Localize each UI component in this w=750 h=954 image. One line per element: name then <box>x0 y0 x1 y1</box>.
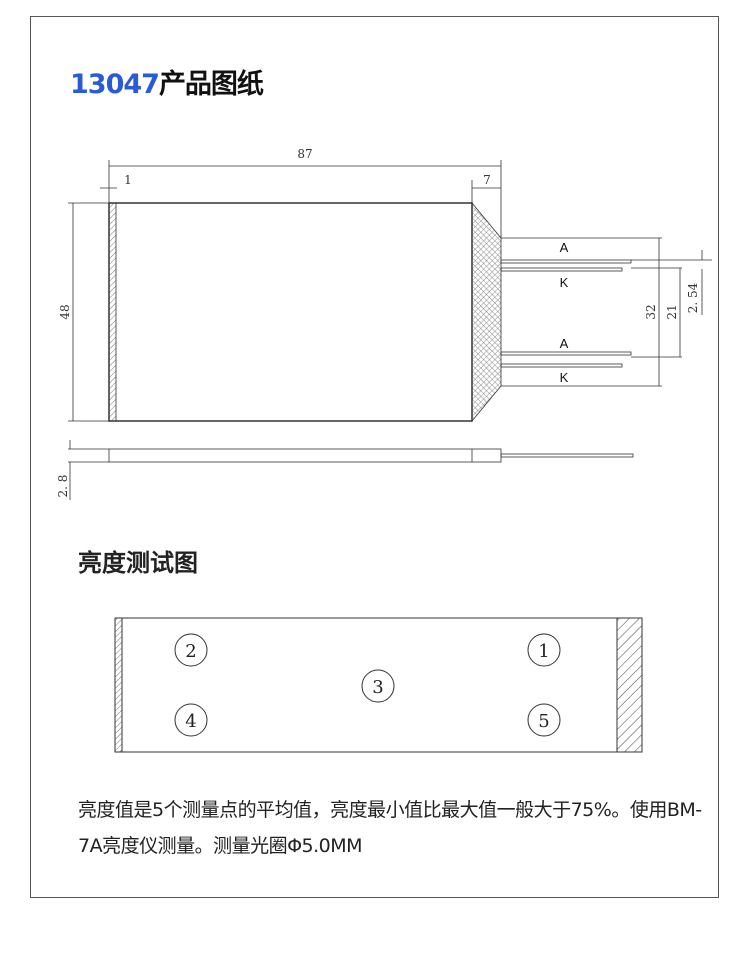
led-housing <box>471 201 502 423</box>
product-number: 13047 <box>70 69 160 100</box>
dim-edge: 1 <box>124 173 132 187</box>
dim-tail: 7 <box>483 173 491 187</box>
pin-a2 <box>500 351 632 356</box>
pin-label: A <box>560 336 569 351</box>
point-1: 1 <box>538 641 549 662</box>
pin-k1 <box>500 267 623 272</box>
point-5: 5 <box>538 711 549 732</box>
pin-label: A <box>560 240 569 255</box>
dim-pitch-inner: 21 <box>665 304 679 319</box>
pin-label: K <box>560 370 569 385</box>
point-2: 2 <box>185 641 196 662</box>
title-text: 产品图纸 <box>158 69 264 100</box>
point-4: 4 <box>185 711 196 732</box>
measurement-note: 亮度值是5个测量点的平均值，亮度最小值比最大值一般大于75%。使用BM-7A亮度… <box>78 799 702 857</box>
brightness-test-diagram <box>114 617 643 753</box>
panel-body <box>108 202 473 422</box>
edge-strip <box>108 202 117 422</box>
section-title: 亮度测试图 <box>78 549 198 577</box>
page-title: 13047产品图纸 <box>70 62 264 101</box>
dim-pitch-outer: 32 <box>644 304 658 319</box>
side-view <box>108 448 502 463</box>
dim-thickness: 2. 8 <box>56 475 70 498</box>
pin-k2 <box>500 363 623 368</box>
point-3: 3 <box>372 677 383 698</box>
content-frame <box>30 16 719 898</box>
dim-pin-pitch: 2. 54 <box>686 282 700 313</box>
dim-width: 87 <box>297 147 312 161</box>
pin-label: K <box>560 275 569 290</box>
pin-a1 <box>500 259 632 264</box>
dim-height: 48 <box>58 304 72 319</box>
